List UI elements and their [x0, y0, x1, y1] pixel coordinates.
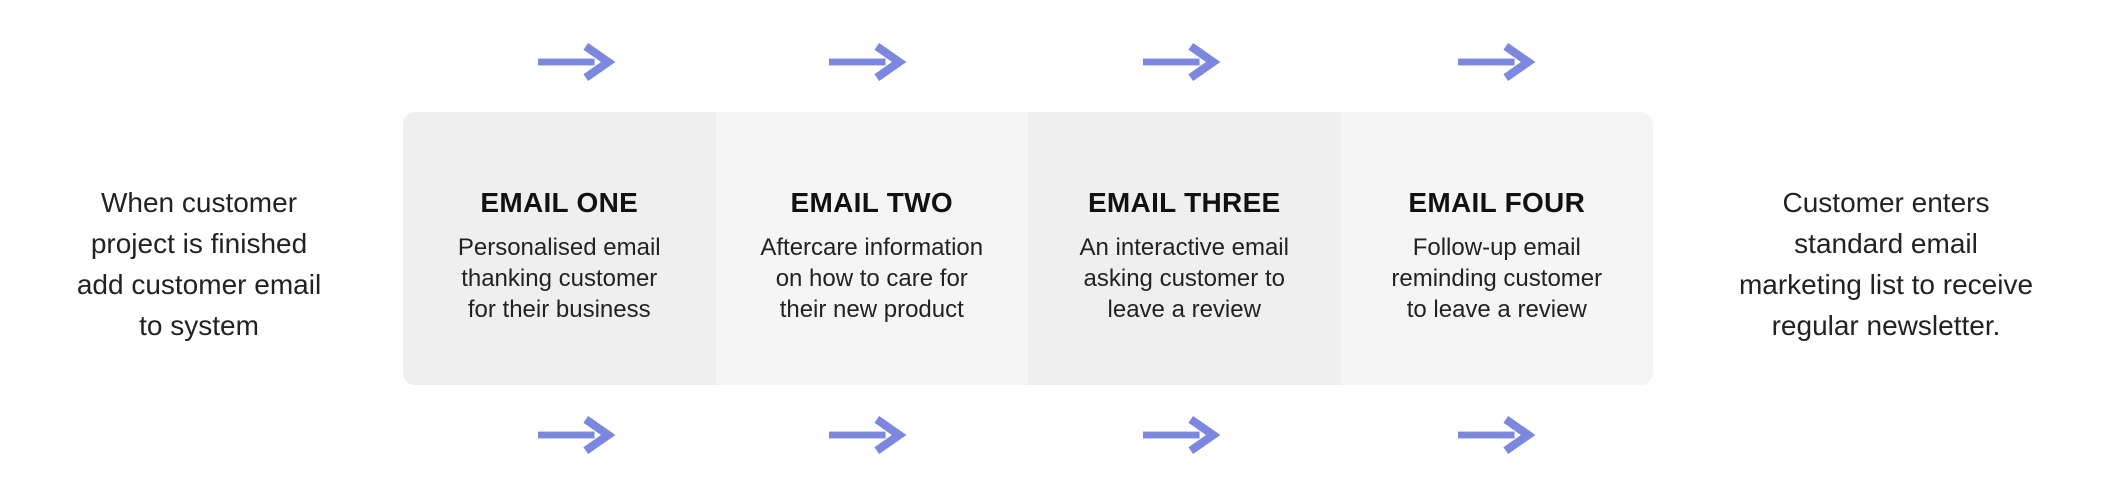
text-line: When customer [100, 187, 298, 218]
text-line: on how to care for [775, 265, 968, 292]
step-title: EMAIL TWO [790, 187, 953, 218]
email-steps-row: EMAIL ONE Personalised email thanking cus… [403, 112, 1653, 385]
text-line: Aftercare information [760, 234, 984, 261]
right-note: Customer enters standard email marketing l… [1703, 182, 2069, 346]
text-line: to leave a review [1406, 296, 1587, 323]
step-title: EMAIL ONE [480, 187, 639, 218]
text-line: to system [139, 310, 259, 341]
step-description: Aftercare information on how to care for t… [716, 232, 1029, 325]
step-description: Personalised email thanking customer for t… [403, 232, 716, 325]
text-line: their new product [779, 296, 964, 323]
right-arrow-icon [1143, 415, 1221, 455]
step-description: An interactive email asking customer to le… [1028, 232, 1341, 325]
right-arrow-icon [829, 415, 907, 455]
text-line: for their business [467, 296, 651, 323]
text-line: standard email [1794, 228, 1978, 259]
left-note: When customer project is finished add cust… [16, 182, 382, 346]
right-arrow-icon [829, 42, 907, 82]
text-line: project is finished [90, 228, 308, 259]
text-line: asking customer to [1083, 265, 1285, 292]
right-arrow-icon [538, 415, 616, 455]
right-arrow-icon [538, 42, 616, 82]
text-line: marketing list to receive [1738, 269, 2034, 300]
step-title: EMAIL THREE [1087, 187, 1281, 218]
text-line: add customer email [76, 269, 322, 300]
text-line: reminding customer [1391, 265, 1603, 292]
text-line: leave a review [1107, 296, 1261, 323]
right-arrow-icon [1458, 415, 1536, 455]
step-description: Follow-up email reminding customer to leav… [1341, 232, 1654, 325]
right-arrow-icon [1458, 42, 1536, 82]
text-line: Personalised email [457, 234, 661, 261]
email-step-two: EMAIL TWO Aftercare information on how to… [715, 112, 1029, 385]
email-step-three: EMAIL THREE An interactive email asking c… [1028, 112, 1341, 385]
text-line: regular newsletter. [1771, 310, 2001, 341]
text-line: thanking customer [461, 265, 658, 292]
email-step-one: EMAIL ONE Personalised email thanking cus… [403, 112, 716, 385]
text-line: Follow-up email [1412, 234, 1581, 261]
text-line: Customer enters [1782, 187, 1990, 218]
email-step-four: EMAIL FOUR Follow-up email reminding cust… [1340, 112, 1654, 385]
text-line: An interactive email [1079, 234, 1289, 261]
step-title: EMAIL FOUR [1408, 187, 1586, 218]
right-arrow-icon [1143, 42, 1221, 82]
